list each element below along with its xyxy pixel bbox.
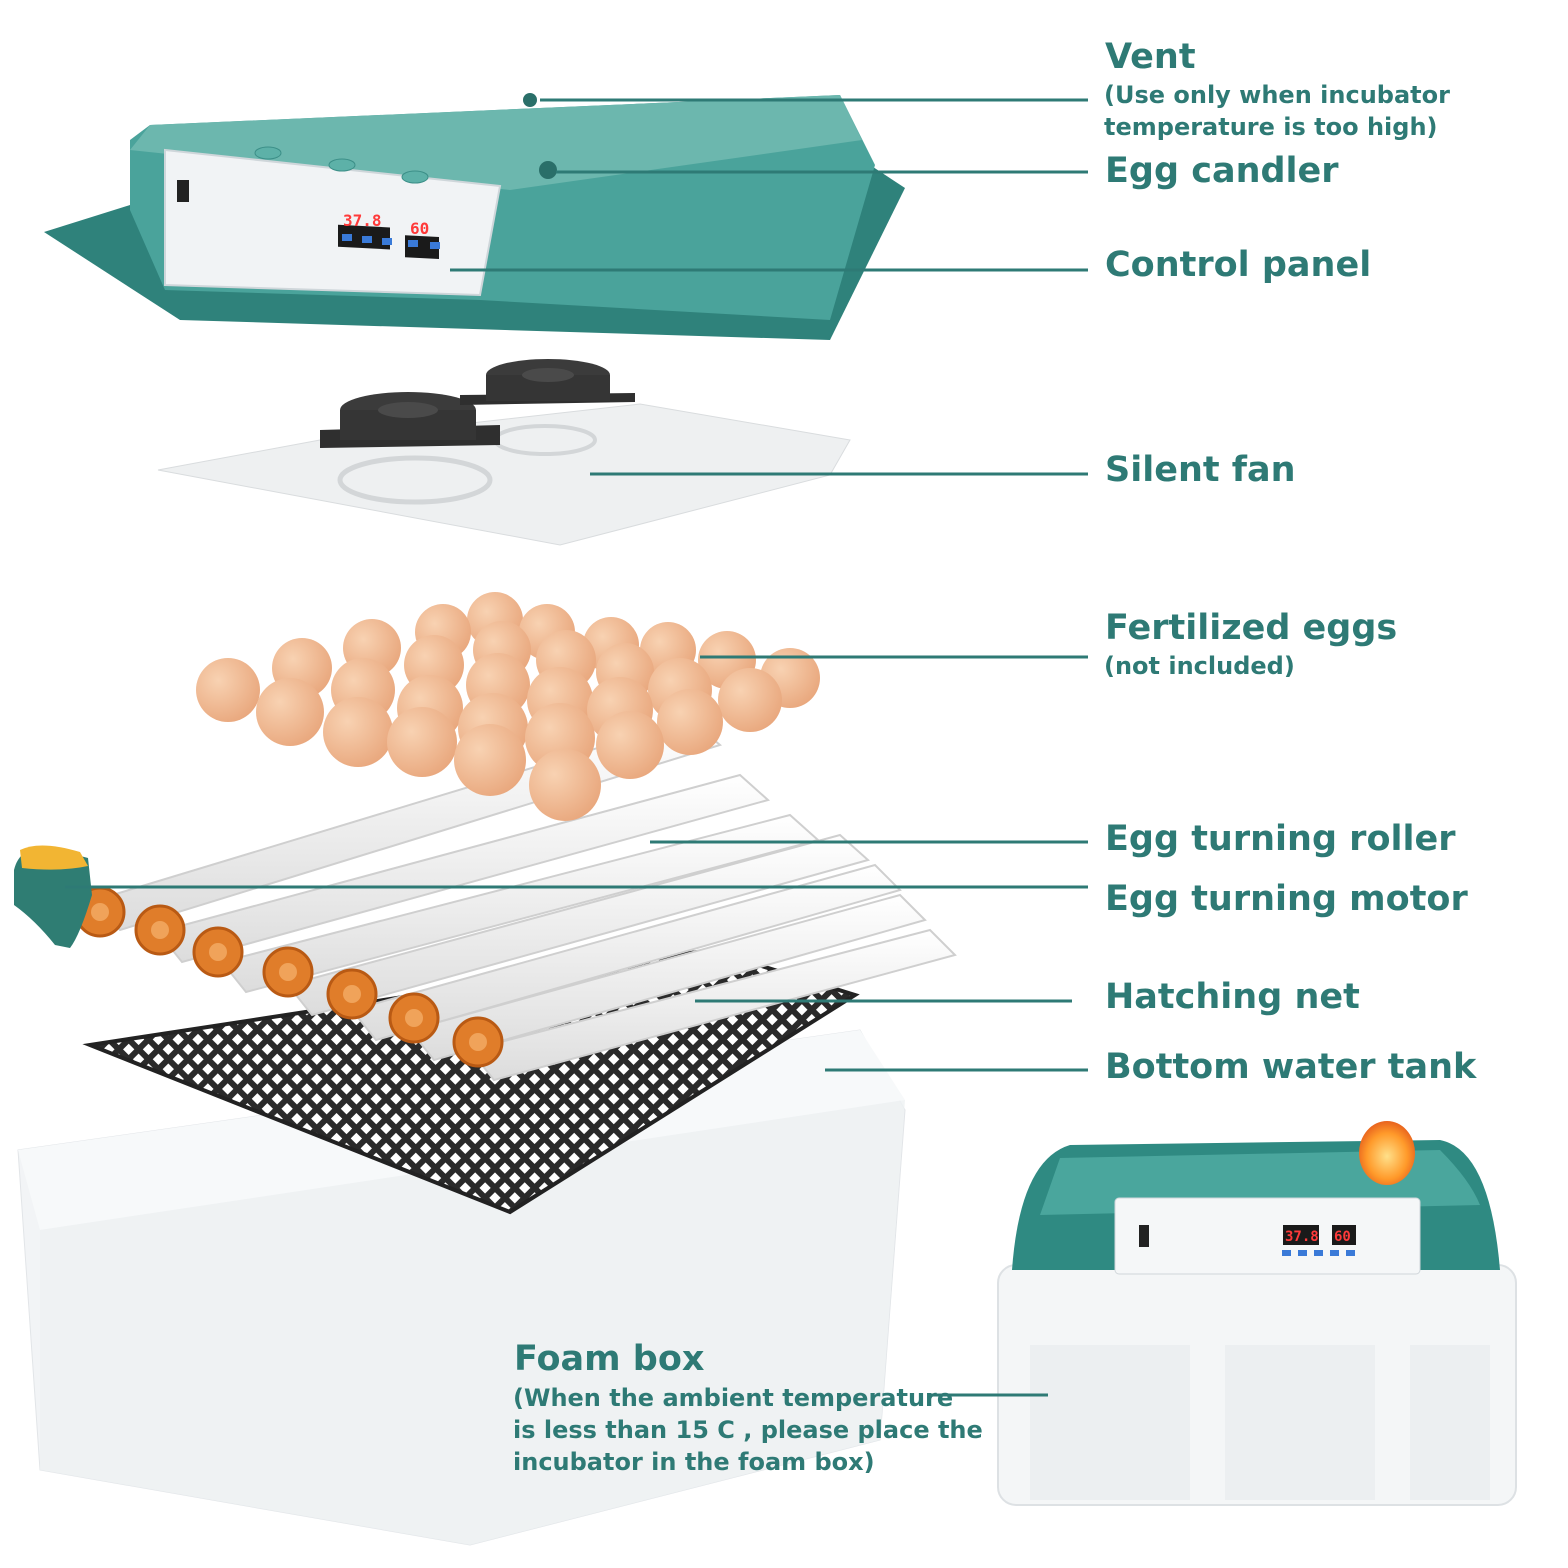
label-foam-box-note-3: incubator in the foam box) <box>513 1448 875 1476</box>
top-temp-display: 37.8 <box>343 211 382 230</box>
power-switch <box>177 180 189 202</box>
incubator-lid: 37.8 60 <box>44 93 905 340</box>
label-foam-box-note-1: (When the ambient temperature <box>513 1384 954 1412</box>
bottom-water-tank <box>17 1029 906 1546</box>
assembled-control-panel <box>1114 1197 1421 1275</box>
label-fertilized-eggs-title: Fertilized eggs <box>1105 608 1398 648</box>
top-humidity-display: 60 <box>410 219 429 238</box>
assembled-temp-display: 37.8 <box>1285 1229 1319 1245</box>
silent-fan-assembly <box>157 359 851 546</box>
label-vent-note-1: (Use only when incubator <box>1104 81 1450 109</box>
label-vent-note-2: temperature is too high) <box>1104 113 1438 141</box>
leader-lines <box>65 98 1088 1397</box>
egg-candler-hole <box>539 161 557 179</box>
assembled-humidity-display: 60 <box>1334 1229 1351 1245</box>
egg-turning-motor <box>14 845 92 948</box>
label-vent-title: Vent <box>1105 37 1196 77</box>
label-egg-turning-roller: Egg turning roller <box>1105 819 1456 859</box>
label-foam-box-note-2: is less than 15 C , please place the <box>513 1416 983 1444</box>
label-hatching-net: Hatching net <box>1105 977 1360 1017</box>
control-panel-face <box>164 148 502 297</box>
fertilized-eggs-group <box>196 592 820 821</box>
assembled-incubator: 37.8 60 <box>997 1121 1517 1506</box>
label-bottom-water-tank: Bottom water tank <box>1105 1047 1477 1087</box>
label-egg-candler: Egg candler <box>1105 151 1339 191</box>
label-control-panel: Control panel <box>1105 245 1372 285</box>
vent-hole <box>523 93 537 107</box>
egg-candler-glow <box>1359 1121 1415 1185</box>
egg-turning-rollers <box>74 718 957 1082</box>
label-foam-box-title: Foam box <box>514 1339 705 1379</box>
label-egg-turning-motor: Egg turning motor <box>1105 879 1468 919</box>
label-fertilized-eggs-note: (not included) <box>1104 652 1295 680</box>
label-silent-fan: Silent fan <box>1105 450 1296 490</box>
